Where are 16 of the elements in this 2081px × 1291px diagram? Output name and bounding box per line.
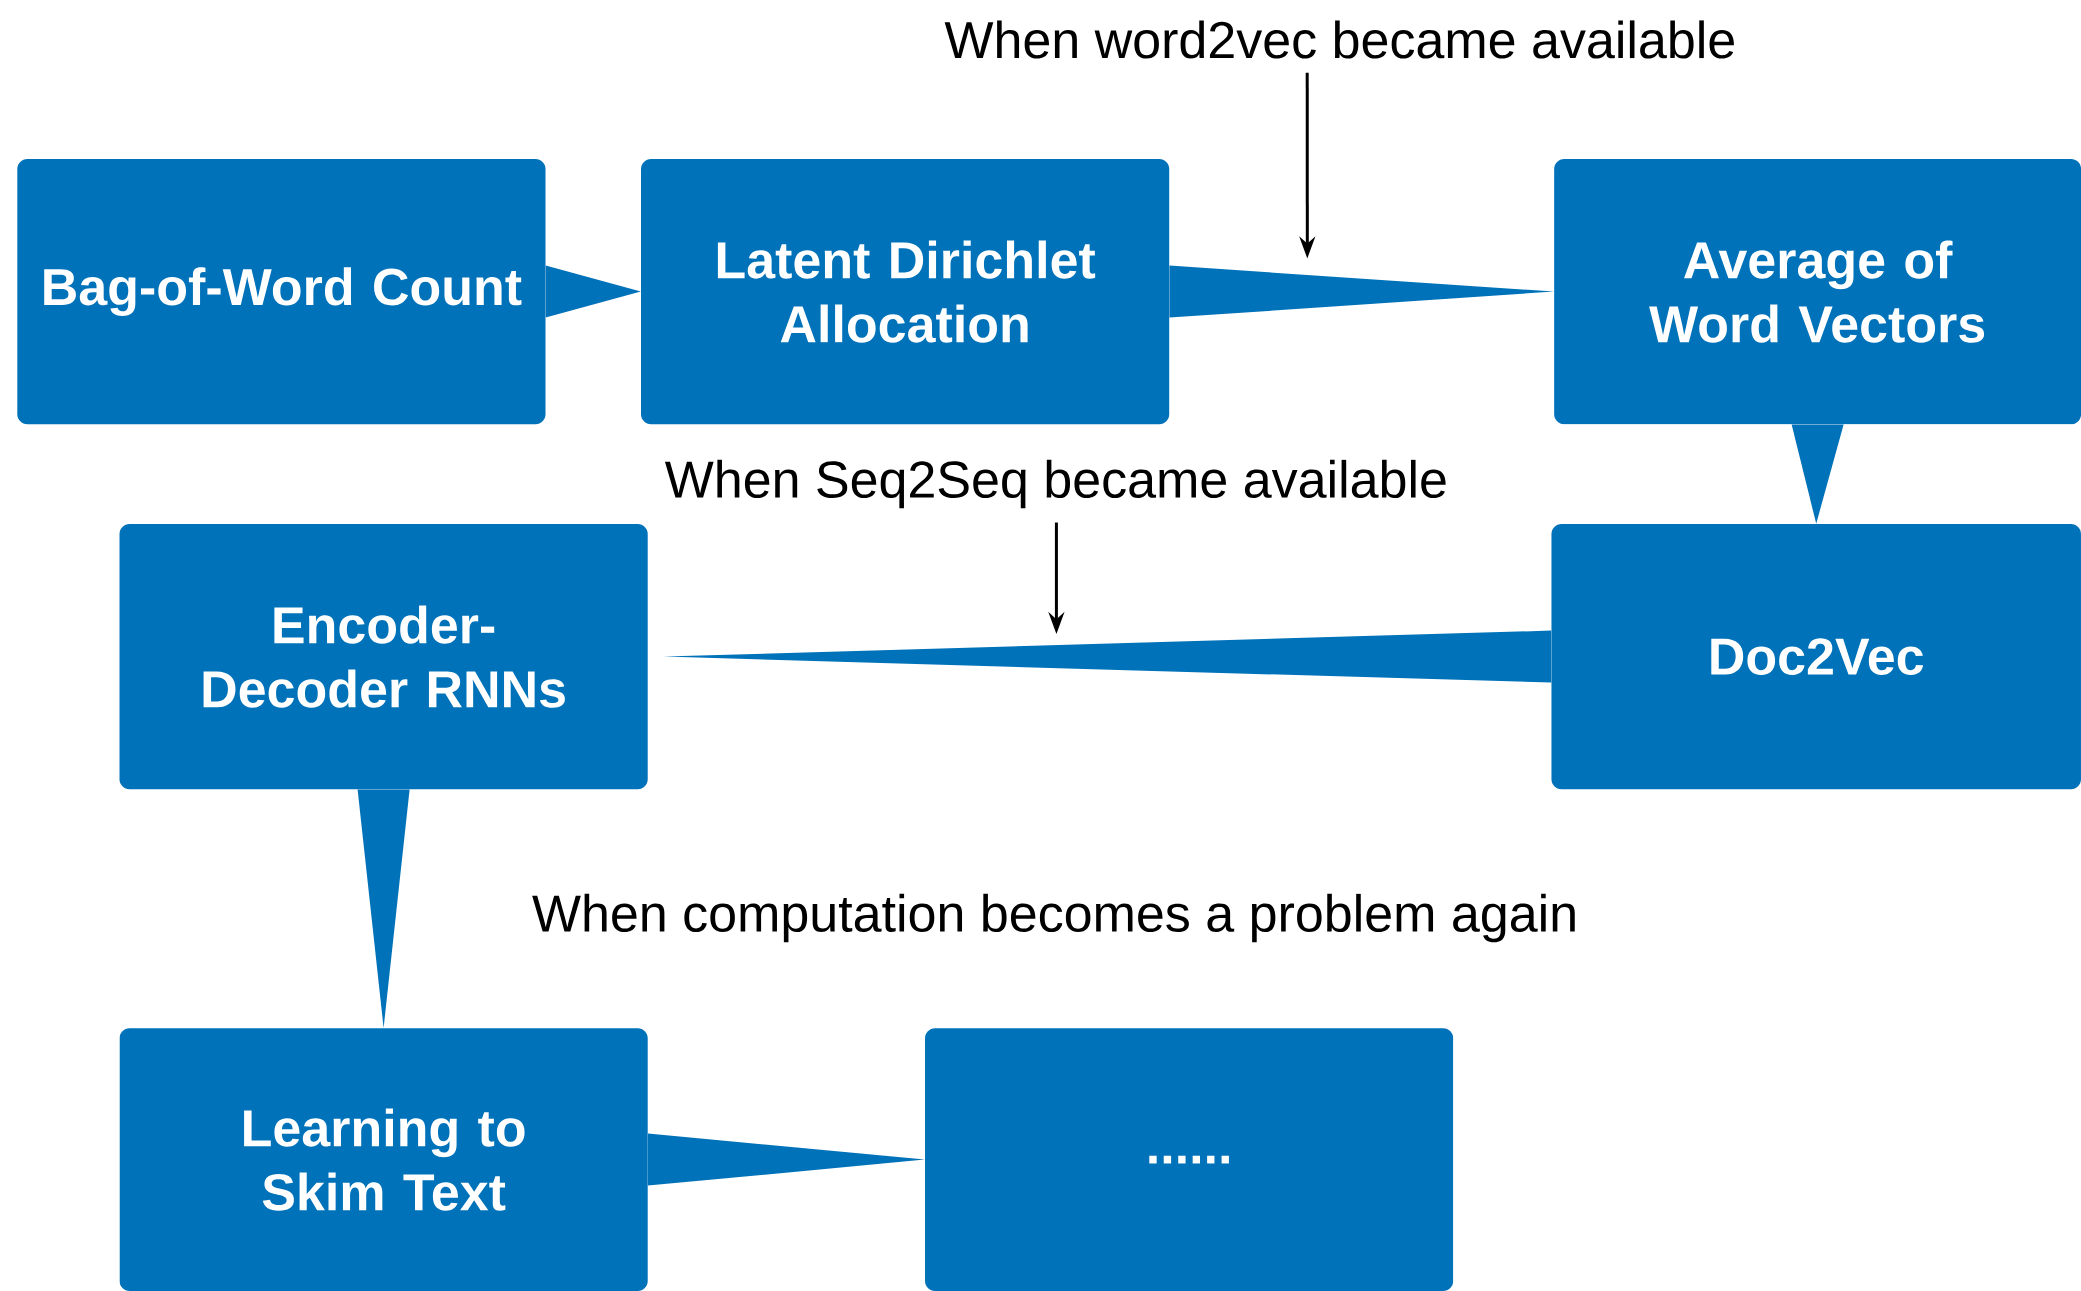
process-box: Doc2Vec: [1551, 523, 2081, 790]
annotation-text: When word2vec became available: [944, 20, 1734, 59]
wedge-connector: [357, 789, 410, 1028]
process-box: Latent Dirichlet Allocation: [641, 158, 1170, 425]
wedge-connector: [663, 630, 1552, 683]
process-box: Learning to Skim Text: [119, 1028, 648, 1291]
wedge-connector: [647, 1133, 925, 1186]
process-box: Average of Word Vectors: [1554, 158, 2081, 425]
annotation-text: When Seq2Seq became available: [664, 459, 1446, 509]
process-box: Encoder-Decoder RNNs: [119, 523, 648, 790]
process-box: Bag-of-Word Count: [17, 158, 546, 425]
wedge-connector: [545, 265, 641, 318]
annotation-text: When computation becomes a problem again: [532, 893, 1575, 943]
process-box: ......: [925, 1028, 1454, 1291]
wedge-connector: [1169, 265, 1554, 318]
wedge-connector: [1791, 424, 1844, 524]
